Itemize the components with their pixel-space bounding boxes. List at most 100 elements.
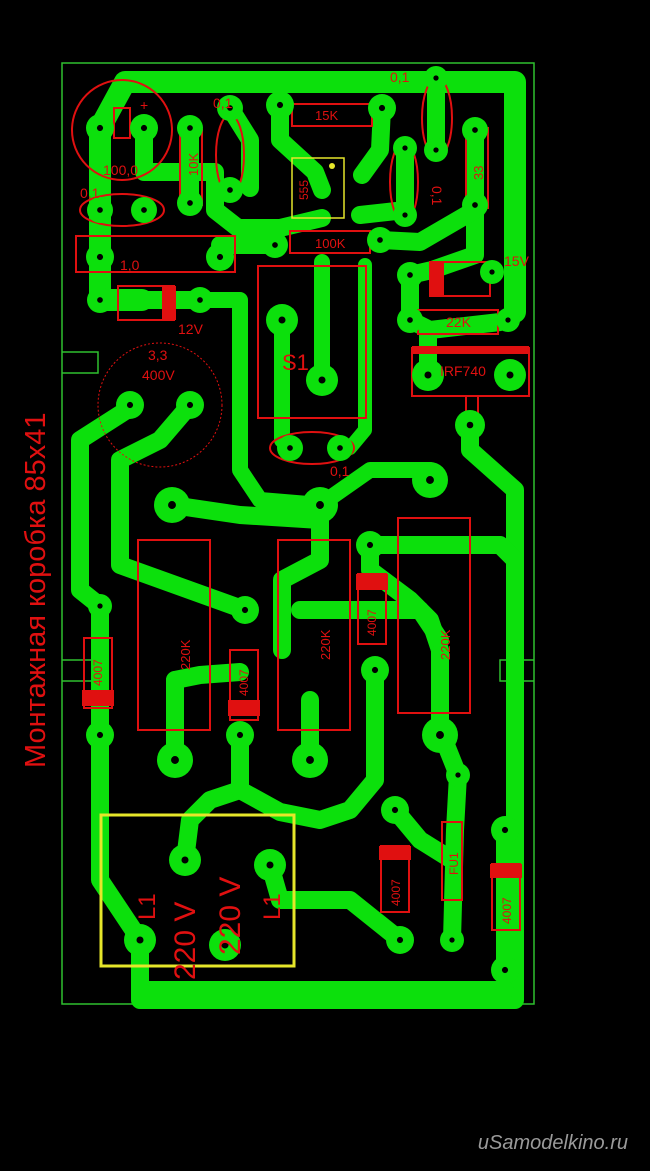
drill-hole bbox=[505, 317, 511, 323]
drill-hole bbox=[402, 145, 408, 151]
label-z12: 12V bbox=[178, 321, 204, 337]
capacitor-100uf-outline bbox=[71, 79, 173, 181]
drill-hole bbox=[97, 207, 103, 213]
label-d-a: 4007 bbox=[91, 659, 105, 686]
drill-hole bbox=[396, 936, 404, 944]
drill-hole bbox=[489, 269, 495, 275]
drill-hole bbox=[187, 200, 193, 206]
label-r15k: 15K bbox=[315, 108, 338, 123]
drill-hole bbox=[227, 187, 233, 193]
label-fuse: FU1 bbox=[447, 852, 461, 875]
mosfet-irf740-tab bbox=[412, 346, 529, 354]
label-c-33: 3,3 bbox=[148, 347, 168, 363]
drill-hole bbox=[187, 125, 193, 131]
drill-hole bbox=[501, 966, 509, 974]
label-c-400: 400V bbox=[142, 367, 175, 383]
capacitor-33uf-outline bbox=[97, 342, 223, 468]
drill-hole bbox=[97, 297, 103, 303]
drill-hole bbox=[366, 541, 374, 549]
drill-hole bbox=[197, 297, 203, 303]
drill-hole bbox=[136, 936, 144, 944]
label-r33: 33 bbox=[471, 166, 486, 180]
capacitor-01-a-outline bbox=[79, 193, 165, 227]
capacitor-100uf-body bbox=[113, 107, 131, 139]
resistor-220k-b-outline bbox=[277, 539, 351, 731]
drill-hole bbox=[506, 371, 514, 379]
drill-hole bbox=[466, 421, 474, 429]
label-z15: 15V bbox=[504, 253, 530, 269]
drill-hole bbox=[181, 856, 189, 864]
label-r220k-a: 220K bbox=[178, 639, 193, 670]
silkscreen bbox=[71, 77, 530, 968]
label-c-plus: + bbox=[140, 97, 148, 113]
drill-hole bbox=[424, 371, 432, 379]
drill-hole bbox=[168, 501, 176, 509]
drill-hole bbox=[141, 207, 147, 213]
fuse-fu1-outline bbox=[441, 821, 463, 901]
drill-hole bbox=[426, 476, 434, 484]
label-v-b: 220 V bbox=[214, 877, 247, 955]
drill-hole bbox=[391, 806, 399, 814]
label-d-b: 4007 bbox=[237, 669, 251, 696]
label-c01-a: 0,1 bbox=[80, 185, 100, 201]
label-switch: S1 bbox=[282, 350, 309, 375]
drill-hole bbox=[316, 501, 324, 509]
ic-555-outline bbox=[291, 157, 345, 219]
drill-hole bbox=[126, 401, 134, 409]
drill-hole bbox=[278, 316, 286, 324]
drill-hole bbox=[96, 731, 104, 739]
drill-hole bbox=[436, 731, 444, 739]
drill-hole bbox=[287, 445, 293, 451]
resistor-220k-c-outline bbox=[397, 517, 471, 714]
drill-hole bbox=[407, 272, 413, 278]
drill-hole bbox=[433, 75, 439, 81]
label-c-100: 100,0 bbox=[103, 162, 138, 178]
label-d-c: 4007 bbox=[365, 609, 379, 636]
drill-hole bbox=[96, 253, 104, 261]
capacitor-1uf-outline bbox=[75, 235, 236, 273]
label-r220k-b: 220K bbox=[318, 629, 333, 660]
drill-hole bbox=[241, 606, 249, 614]
drill-hole bbox=[236, 731, 244, 739]
drill-hole bbox=[171, 756, 179, 764]
drill-hole bbox=[186, 401, 194, 409]
label-c01-c: 0,1 bbox=[390, 69, 410, 85]
drill-hole bbox=[221, 941, 229, 949]
drill-hole bbox=[97, 603, 103, 609]
drill-hole bbox=[378, 104, 386, 112]
label-c01-d: 0,1 bbox=[429, 186, 445, 206]
drill-hole bbox=[449, 937, 455, 943]
label-ic: 555 bbox=[297, 180, 311, 200]
label-r100k: 100K bbox=[315, 236, 346, 251]
capacitor-01-e-outline bbox=[269, 431, 355, 465]
label-d-e: 4007 bbox=[500, 897, 514, 924]
drill-hole bbox=[318, 376, 326, 384]
drill-hole bbox=[433, 147, 439, 153]
drill-hole bbox=[96, 124, 104, 132]
label-l1-b: L1 bbox=[259, 893, 286, 920]
drill-hole bbox=[501, 826, 509, 834]
watermark: uSamodelkino.ru bbox=[477, 1132, 628, 1154]
drill-hole bbox=[377, 237, 383, 243]
label-c01-e: 0,1 bbox=[330, 463, 350, 479]
pads-group bbox=[86, 66, 526, 984]
component-labels: 100,0 + 0,1 0,1 0,1 0,1 0,1 1,0 3,3 400V… bbox=[80, 69, 530, 980]
label-r220k-c: 220K bbox=[438, 629, 453, 660]
drill-hole bbox=[455, 772, 461, 778]
drill-hole bbox=[371, 666, 379, 674]
label-c01-b: 0,1 bbox=[213, 95, 233, 111]
label-r22k: 22K bbox=[446, 314, 472, 330]
drill-hole bbox=[216, 253, 224, 261]
label-mosfet: IRF740 bbox=[440, 363, 486, 379]
resistor-220k-a-outline bbox=[137, 539, 211, 731]
diode-4007-b-outline bbox=[229, 649, 259, 721]
ic-pin1-dot bbox=[329, 163, 335, 169]
drill-hole bbox=[272, 242, 278, 248]
drill-hole bbox=[402, 212, 408, 218]
switch-s1-outline bbox=[257, 265, 367, 419]
diode-bands bbox=[82, 262, 522, 878]
drill-hole bbox=[472, 202, 478, 208]
label-l1-a: L1 bbox=[134, 893, 161, 920]
drill-hole bbox=[306, 756, 314, 764]
